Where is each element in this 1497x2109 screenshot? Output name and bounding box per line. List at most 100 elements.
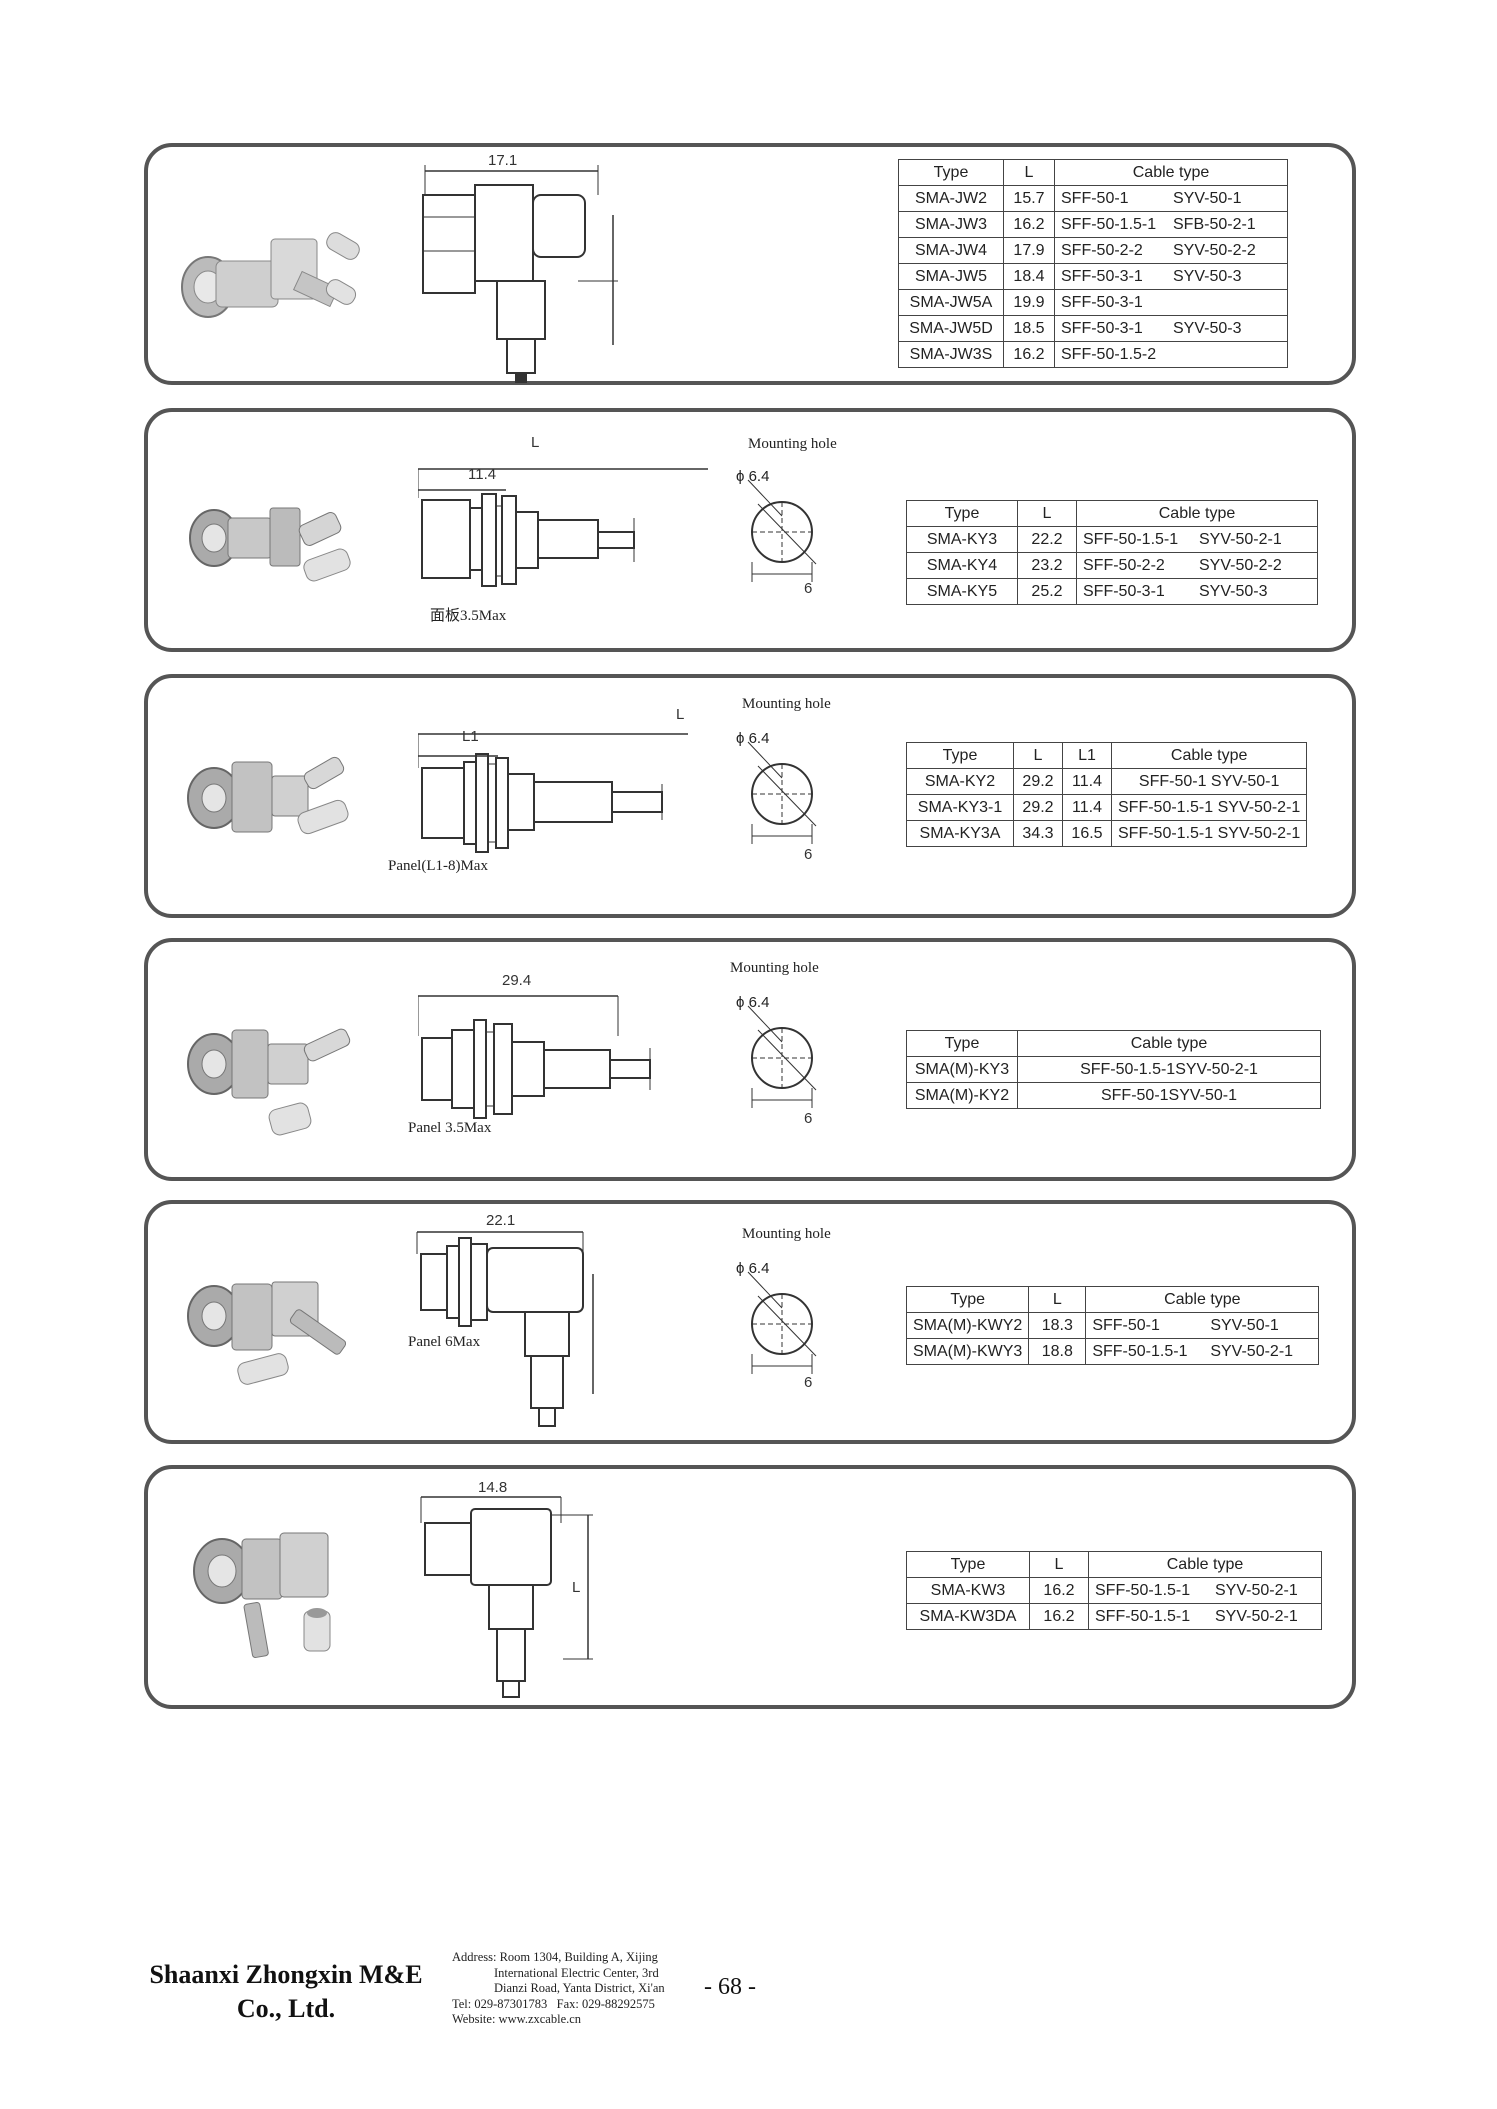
mounting-hole-drawing	[747, 1271, 817, 1374]
length-cell: 18.3	[1028, 1312, 1087, 1339]
mounting-hole-label: Mounting hole	[742, 696, 831, 712]
type-cell: SMA-KW3	[906, 1577, 1030, 1604]
cable-sff: SFF-50-1	[1100, 1086, 1169, 1104]
website: Website: www.zxcable.cn	[452, 2012, 582, 2026]
cable-cell: SFF-50-1 SYV-50-1	[1110, 768, 1308, 795]
cable-syv: SYV-50-2-1	[1210, 1342, 1294, 1360]
col-header-cable-type: Cable type	[1085, 1286, 1320, 1313]
tel: Tel: 029-87301783	[452, 1996, 548, 2011]
dimension-label: 11.4	[468, 466, 497, 483]
type-cell: SMA-JW4	[898, 237, 1004, 264]
cable-cell: SFF-50-1.5-1 SYV-50-2-1	[1110, 820, 1308, 847]
cable-sff: SFF-50-3-1	[1083, 582, 1165, 600]
address-line1: Address: Room 1304, Building A, Xijing	[452, 1950, 658, 1964]
dimension-drawing	[420, 1496, 593, 1698]
cable-syv: SYV-50-2-2	[1173, 241, 1256, 259]
connector-photo	[187, 1281, 347, 1385]
l1-cell: 11.4	[1062, 794, 1112, 821]
cable-sff: SFF-50-3-1	[1061, 293, 1143, 311]
col-header-cable-type: Cable type	[1110, 742, 1308, 769]
length-cell: 19.9	[1003, 289, 1055, 316]
dimension-label-l: L	[572, 1579, 581, 1596]
type-cell: SMA-JW2	[898, 185, 1004, 212]
panel-note: Panel 3.5Max	[408, 1120, 492, 1136]
type-cell: SMA-JW3S	[898, 341, 1004, 368]
type-cell: SMA-KY3-1	[906, 794, 1014, 821]
mounting-hole-diameter: ϕ 6.4	[736, 468, 770, 485]
mounting-hole-diameter: ϕ 6.4	[736, 994, 770, 1011]
col-header-type: Type	[906, 742, 1014, 769]
cable-sff: SFF-50-3-1	[1061, 319, 1143, 337]
panel-note: Panel(L1-8)Max	[388, 858, 488, 874]
col-header-l1: L1	[1062, 742, 1112, 769]
length-cell: 15.7	[1003, 185, 1055, 212]
type-cell: SMA-KW3DA	[906, 1603, 1030, 1630]
type-cell: SMA-JW5D	[898, 315, 1004, 342]
cable-syv: SYV-50-2-1	[1199, 530, 1282, 548]
col-header-cable-type: Cable type	[1088, 1551, 1322, 1578]
dimension-drawing	[418, 995, 651, 1119]
dimension-drawing	[418, 468, 708, 587]
length-cell: 34.3	[1013, 820, 1063, 847]
connector-photo	[193, 1532, 331, 1658]
mounting-hole-width: 6	[804, 846, 813, 863]
company-name-line2: Co., Ltd.	[236, 1994, 336, 2023]
cable-sff: SFF-50-1.5-2	[1061, 345, 1157, 363]
cable-sff: SFF-50-1.5-1	[1095, 1607, 1191, 1625]
cable-sff: SFF-50-1	[1138, 772, 1207, 790]
cable-cell: SFF-50-3-1 SYV-50-3	[1054, 315, 1288, 342]
company-address: Address: Room 1304, Building A, Xijing I…	[452, 1950, 687, 2028]
cable-syv: SYV-50-2-1	[1217, 824, 1301, 842]
length-cell: 17.9	[1003, 237, 1055, 264]
length-cell: 16.2	[1029, 1603, 1089, 1630]
cable-cell: SFF-50-2-2 SYV-50-2-2	[1054, 237, 1288, 264]
cable-cell: SFF-50-3-1 SYV-50-3	[1076, 578, 1318, 605]
cable-syv: SYV-50-1	[1173, 189, 1242, 207]
length-cell: 16.2	[1003, 211, 1055, 238]
cable-syv: SYV-50-1	[1210, 772, 1280, 790]
panel-note: Panel 6Max	[408, 1334, 481, 1350]
type-cell: SMA(M)-KWY2	[905, 1312, 1030, 1339]
cable-sff: SFF-50-2-2	[1061, 241, 1143, 259]
type-cell: SMA-KY5	[906, 578, 1018, 605]
cable-syv: SYV-50-3	[1173, 319, 1242, 337]
connector-photo	[181, 232, 360, 318]
mounting-hole-width: 6	[804, 1374, 813, 1391]
col-header-length: L	[1003, 159, 1055, 186]
connector-photo	[187, 756, 349, 835]
cable-cell: SFF-50-3-1	[1054, 289, 1288, 316]
cable-sff: SFF-50-1	[1092, 1316, 1160, 1334]
mounting-hole-label: Mounting hole	[742, 1226, 831, 1242]
cable-sff: SFF-50-2-2	[1083, 556, 1165, 574]
l1-cell: 16.5	[1062, 820, 1112, 847]
mounting-hole-drawing	[747, 479, 817, 582]
mounting-hole-label: Mounting hole	[730, 960, 819, 976]
type-cell: SMA-JW5A	[898, 289, 1004, 316]
cable-syv: SYV-50-3	[1199, 582, 1268, 600]
phone-line: Tel: 029-87301783 Fax: 029-88292575	[452, 1997, 687, 2013]
length-cell: 25.2	[1017, 578, 1077, 605]
cable-syv: SYV-50-1	[1168, 1086, 1238, 1104]
